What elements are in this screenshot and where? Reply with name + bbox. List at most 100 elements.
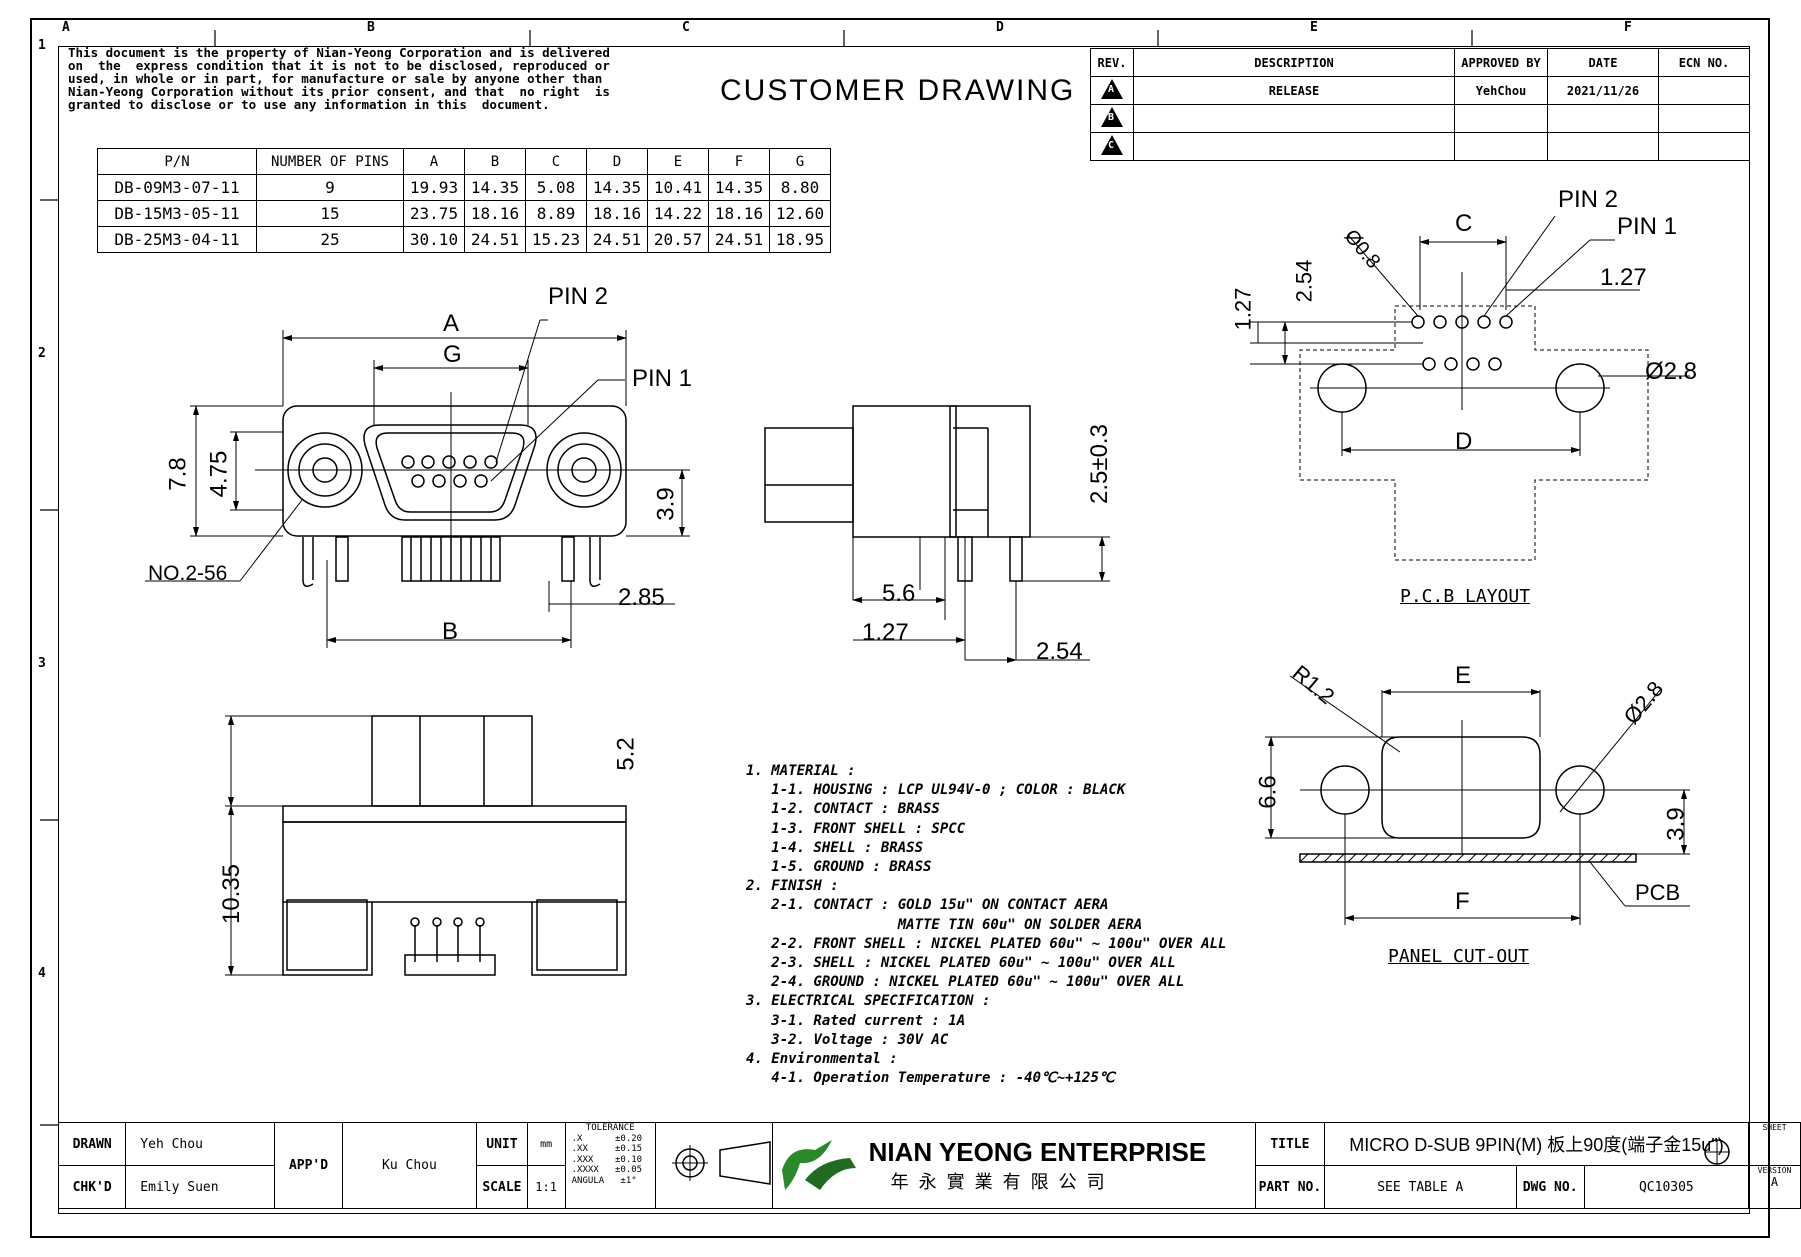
zone-col-a: A xyxy=(62,20,70,35)
table-row: C xyxy=(1090,132,1750,161)
table-row: A RELEASE YehChou 2021/11/26 xyxy=(1090,76,1750,105)
revision-marker: C xyxy=(1090,132,1134,161)
title-label: TITLE xyxy=(1254,1122,1325,1166)
dim-g: G xyxy=(443,341,462,368)
title-block: DRAWN Yeh Chou APP'D Ku Chou UNIT mm TOL… xyxy=(57,1122,1801,1209)
scale-label: SCALE xyxy=(476,1165,528,1209)
dim-4-75: 4.75 xyxy=(205,450,233,498)
table-cell: 12.60 xyxy=(769,200,831,227)
tolerance-line: .XX ±0.15 xyxy=(571,1144,643,1154)
table-header: D xyxy=(586,148,648,175)
dim-1-27-pcb-v: 1.27 xyxy=(1230,287,1256,331)
table-cell: 15.23 xyxy=(525,226,587,253)
table-cell xyxy=(1133,132,1455,161)
pcb-holes xyxy=(1250,215,1690,456)
table-cell: 8.80 xyxy=(769,174,831,201)
revision-triangle-icon: C xyxy=(1101,135,1123,155)
chkd-value: Emily Suen xyxy=(125,1165,276,1209)
table-cell xyxy=(1454,104,1548,133)
table-cell: DB-15M3-05-11 xyxy=(97,200,257,227)
label-pin2-pcb: PIN 2 xyxy=(1558,186,1619,213)
table-cell: 18.95 xyxy=(769,226,831,253)
dim-2-54-side: 2.54 xyxy=(1036,638,1083,665)
panel-cutout xyxy=(1265,675,1690,925)
table-header: C xyxy=(525,148,587,175)
table-cell: 24.51 xyxy=(464,226,526,253)
side-view xyxy=(764,405,1110,663)
dim-f: F xyxy=(1455,888,1470,915)
confidentiality-notice: This document is the property of Nian-Ye… xyxy=(68,45,610,112)
dim-3-9-front: 3.9 xyxy=(652,487,680,521)
zone-col-b: B xyxy=(367,20,375,35)
label-pcb: PCB xyxy=(1635,880,1681,905)
table-cell xyxy=(1547,104,1659,133)
inner-frame xyxy=(58,46,1750,1214)
appd-label: APP'D xyxy=(274,1122,343,1209)
table-cell: 18.16 xyxy=(708,200,770,227)
table-cell: DB-25M3-04-11 xyxy=(97,226,257,253)
label-pin2-front: PIN 2 xyxy=(548,283,609,310)
table-cell: RELEASE xyxy=(1133,76,1455,105)
table-cell: 25 xyxy=(256,226,404,253)
zone-row-3: 3 xyxy=(38,656,46,671)
appd-value: Ku Chou xyxy=(341,1122,478,1209)
dwgno-value: QC10305 xyxy=(1583,1165,1749,1209)
table-cell: 18.16 xyxy=(464,200,526,227)
tolerance-line: .XXX ±0.10 xyxy=(571,1154,643,1165)
partno-label: PART NO. xyxy=(1254,1165,1325,1209)
table-header-row: REV. DESCRIPTION APPROVED BY DATE ECN NO… xyxy=(1090,48,1750,77)
table-header: G xyxy=(769,148,831,175)
table-cell: 9 xyxy=(256,174,404,201)
table-cell: 24.51 xyxy=(708,226,770,253)
dim-5-2: 5.2 xyxy=(612,737,640,771)
table-cell: 24.51 xyxy=(586,226,648,253)
table-cell xyxy=(1454,132,1548,161)
version-label: VERSION xyxy=(1757,1166,1792,1175)
revision-marker: A xyxy=(1090,76,1134,105)
table-cell: 14.35 xyxy=(586,174,648,201)
part-number-table: P/N NUMBER OF PINS A B C D E F G DB-09M3… xyxy=(97,148,831,253)
zone-row-2: 2 xyxy=(38,346,46,361)
dim-b: B xyxy=(442,618,459,645)
projection-cell xyxy=(654,1122,773,1209)
table-header: DESCRIPTION xyxy=(1133,48,1455,77)
dim-e: E xyxy=(1455,662,1472,689)
tolerance-title: TOLERANCE xyxy=(585,1123,635,1133)
company-name: NIAN YEONG ENTERPRISE xyxy=(868,1137,1207,1167)
specification-notes: 1. MATERIAL : 1-1. HOUSING : LCP UL94V-0… xyxy=(746,763,1227,1087)
unit-value: mm xyxy=(526,1122,566,1166)
dwgno-label: DWG NO. xyxy=(1515,1165,1585,1209)
sheet-cell: SHEET xyxy=(1747,1122,1801,1166)
revision-table: REV. DESCRIPTION APPROVED BY DATE ECN NO… xyxy=(1090,48,1750,161)
dim-6-6: 6.6 xyxy=(1254,775,1282,809)
bottom-view xyxy=(225,715,627,976)
zone-col-c: C xyxy=(682,20,690,35)
table-header: A xyxy=(403,148,465,175)
label-pin1-pcb: PIN 1 xyxy=(1617,213,1678,240)
version-value: A xyxy=(1770,1175,1779,1189)
dim-2-54-pcb: 2.54 xyxy=(1291,259,1317,303)
dim-7-8: 7.8 xyxy=(164,457,192,491)
version-cell: VERSION A xyxy=(1747,1165,1801,1209)
label-nut-thread: NO.2-56 xyxy=(148,562,228,585)
table-row: B xyxy=(1090,104,1750,133)
table-cell: 23.75 xyxy=(403,200,465,227)
zone-row-1: 1 xyxy=(38,38,46,53)
dim-2-5-tol: 2.5±0.3 xyxy=(1085,424,1113,504)
table-cell: 18.16 xyxy=(586,200,648,227)
table-cell: 10.41 xyxy=(647,174,709,201)
sheet-label: SHEET xyxy=(1762,1123,1787,1132)
pcb-layout-caption: P.C.B LAYOUT xyxy=(1400,586,1531,607)
tolerance-line: .X ±0.20 xyxy=(571,1133,643,1144)
dim-mount-2-8: Ø2.8 xyxy=(1645,358,1698,385)
tolerance-line: .XXXX ±0.05 xyxy=(571,1165,643,1175)
tolerance-box: TOLERANCE .X ±0.20 .XX ±0.15 .XXX ±0.10 … xyxy=(564,1122,656,1209)
drawn-value: Yeh Chou xyxy=(125,1122,276,1166)
pcb-layout xyxy=(1299,305,1649,561)
zone-col-f: F xyxy=(1624,20,1632,35)
dim-1-27-side: 1.27 xyxy=(862,619,909,646)
revision-triangle-icon: B xyxy=(1101,107,1123,127)
table-cell: YehChou xyxy=(1454,76,1548,105)
table-cell: 20.57 xyxy=(647,226,709,253)
